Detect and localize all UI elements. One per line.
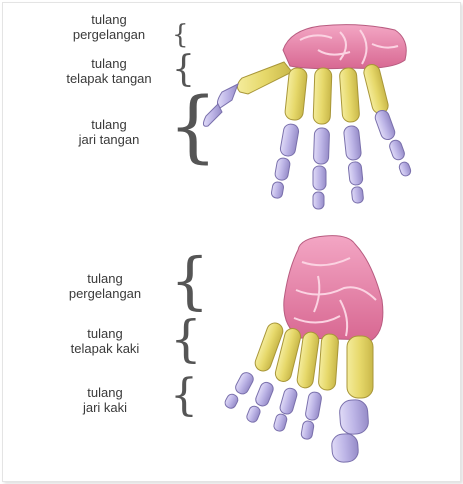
hand-metacarpal-bones (237, 62, 389, 124)
foot-skeleton (223, 236, 383, 463)
foot-tarsal-bones (284, 236, 383, 340)
hand-carpal-bones (283, 25, 406, 69)
hand-skeleton (203, 25, 412, 209)
